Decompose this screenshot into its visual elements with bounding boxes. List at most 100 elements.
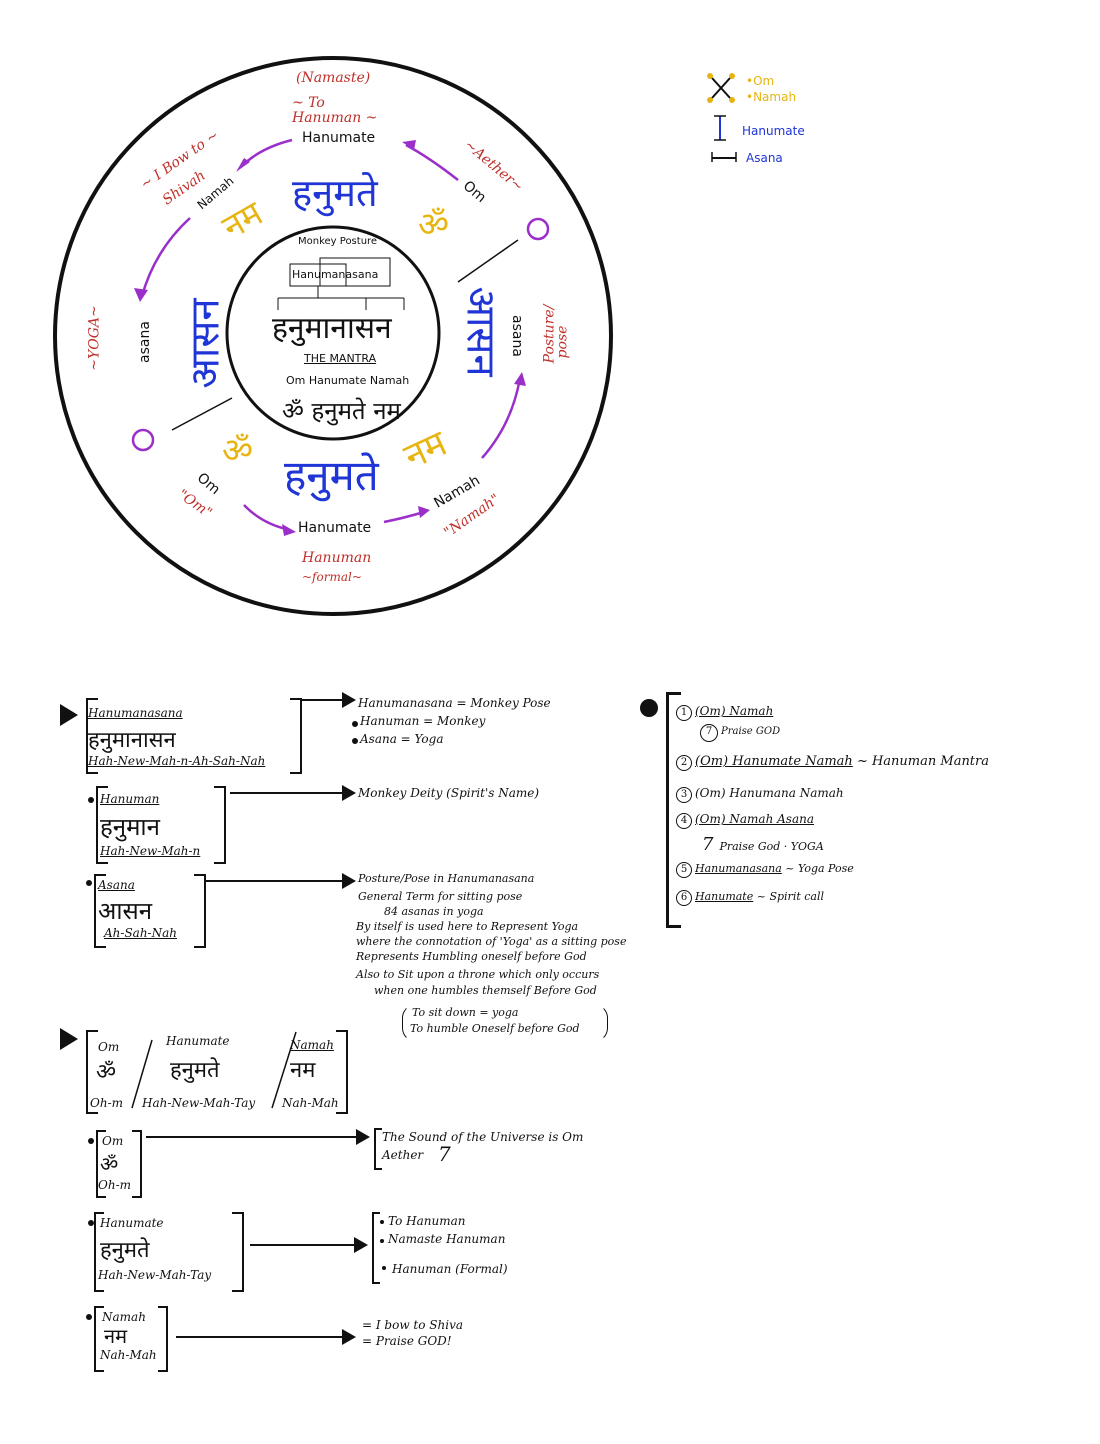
numbered-item-4: 4(Om) Namah Asana	[676, 812, 814, 829]
arrow-namah-to-asana	[140, 217, 191, 297]
block-hanumate-pron: Hah-New-Mah-Tay	[98, 1268, 212, 1282]
label-hanuman-top: Hanuman ~	[292, 110, 378, 126]
note-hanuman: Monkey Deity (Spirit's Name)	[358, 786, 540, 800]
block-namah-pron: Nah-Mah	[100, 1348, 157, 1362]
block-hanuman-title: Hanuman	[100, 792, 160, 806]
block-om-pron: Oh-m	[98, 1178, 131, 1192]
note-bullet	[380, 1220, 384, 1224]
bracket-right	[214, 786, 226, 864]
note-asana-paren-1: To sit down = yoga	[412, 1006, 519, 1019]
glyph-bottom-om: ॐ	[222, 431, 254, 471]
mantra-om: Om	[98, 1040, 120, 1054]
block-om-devanagari: ॐ	[100, 1152, 119, 1176]
paren-group	[402, 1004, 608, 1042]
bracket-left	[86, 698, 98, 774]
note-om-1: The Sound of the Universe is Om	[382, 1130, 584, 1144]
mantra-hanumate: Hanumate	[166, 1034, 230, 1048]
block-hanumanasana-devanagari: हनुमानासन	[88, 728, 176, 753]
mantra-om-pron: Oh-m	[90, 1096, 123, 1110]
bracket-left	[94, 874, 106, 948]
label-hanuman-formal: Hanuman	[302, 550, 372, 566]
bracket-right	[336, 1030, 348, 1114]
outer-ring	[53, 56, 613, 616]
bracket-right	[290, 698, 302, 774]
arrow-head	[342, 873, 356, 889]
bullet-dot	[88, 1220, 94, 1226]
note-hanumanasana-2: Asana = Yoga	[360, 732, 444, 746]
note-hanumate-0: To Hanuman	[388, 1214, 466, 1228]
legend-namah: •Namah	[746, 90, 797, 104]
divider-line-left	[171, 397, 233, 431]
glyph-top-hanumate: हनुमते	[292, 171, 378, 215]
label-hanumate-bottom: Hanumate	[298, 520, 372, 536]
bracket-right	[158, 1306, 168, 1372]
arrow-line	[230, 792, 342, 794]
label-formal: ~formal~	[302, 570, 362, 584]
arrow-line	[250, 1244, 354, 1246]
note-namah-2: = Praise GOD!	[362, 1334, 452, 1348]
inner-hanumanasana: Hanumanasana	[292, 268, 379, 281]
purple-o-left	[131, 428, 155, 452]
bracket-right	[232, 1212, 244, 1292]
block-om-title: Om	[102, 1134, 124, 1148]
numbered-list-bullet	[640, 699, 658, 717]
numbered-list-bracket	[666, 692, 681, 928]
glyph-top-om: ॐ	[418, 205, 450, 245]
note-asana-3: By itself is used here to Represent Yoga	[356, 920, 579, 933]
label-to: ~ To	[292, 95, 325, 111]
mantra-hanumate-pron: Hah-New-Mah-Tay	[142, 1096, 256, 1110]
bracket-left	[94, 1306, 104, 1372]
note-om-symbol: 7	[438, 1142, 451, 1166]
bracket-left	[86, 1030, 98, 1114]
wheel-diagram	[53, 56, 737, 616]
arrow-asana-to-namah	[481, 377, 522, 459]
note-asana-2: 84 asanas in yoga	[384, 905, 484, 918]
arrow-head	[342, 1329, 356, 1345]
note-namah-1: = I bow to Shiva	[362, 1318, 463, 1332]
arrow-line	[206, 880, 342, 882]
note-hanumanasana-1: Hanuman = Monkey	[360, 714, 486, 728]
block-hanumate-devanagari: हनुमते	[100, 1238, 150, 1263]
block-asana-pron: Ah-Sah-Nah	[104, 926, 177, 940]
bullet-dot	[88, 797, 94, 803]
legend-om: •Om	[746, 74, 775, 88]
bullet-triangle-hanumanasana	[60, 704, 78, 726]
label-namaste: (Namaste)	[296, 70, 371, 86]
note-hanumate-2: Hanuman (Formal)	[392, 1262, 508, 1276]
note-om-2: Aether	[382, 1148, 424, 1162]
bullet-dot	[86, 880, 92, 886]
note-asana-0: Posture/Pose in Hanumanasana	[358, 872, 535, 885]
numbered-item-3: 3(Om) Hanumana Namah	[676, 786, 844, 803]
inner-mantra-devanagari: ॐ हनुमते नम	[282, 397, 401, 425]
mantra-hanumate-dev: हनुमते	[170, 1058, 220, 1083]
note-bracket	[374, 1128, 382, 1170]
block-hanuman-devanagari: हनुमान	[100, 813, 160, 841]
note-asana-7: when one humbles themself Before God	[374, 984, 597, 997]
label-hanumate-top: Hanumate	[302, 130, 376, 146]
arrow-head	[342, 692, 356, 708]
bracket-left	[96, 1130, 106, 1198]
arrow-line	[146, 1136, 358, 1138]
bracket-right	[194, 874, 206, 948]
note-asana-6: Also to Sit upon a throne which only occ…	[356, 968, 600, 981]
note-hanumanasana-0: Hanumanasana = Monkey Pose	[358, 696, 551, 710]
numbered-item-1: 1(Om) Namah	[676, 704, 773, 721]
bullet-triangle-mantra	[60, 1028, 78, 1050]
bracket-right	[132, 1130, 142, 1198]
note-bracket	[372, 1212, 380, 1284]
inner-monkey-posture: Monkey Posture	[298, 236, 378, 247]
divider-line-right	[457, 239, 519, 283]
purple-o-right	[526, 217, 550, 241]
inner-mantra-roman: Om Hanumate Namah	[286, 374, 410, 387]
mantra-om-dev: ॐ	[96, 1060, 117, 1085]
legend-hanumate: Hanumate	[742, 124, 805, 138]
inner-ring	[225, 225, 441, 441]
bullet-dot	[86, 1314, 92, 1320]
block-namah-devanagari: नम	[104, 1324, 128, 1348]
mantra-namah-pron: Nah-Mah	[282, 1096, 339, 1110]
